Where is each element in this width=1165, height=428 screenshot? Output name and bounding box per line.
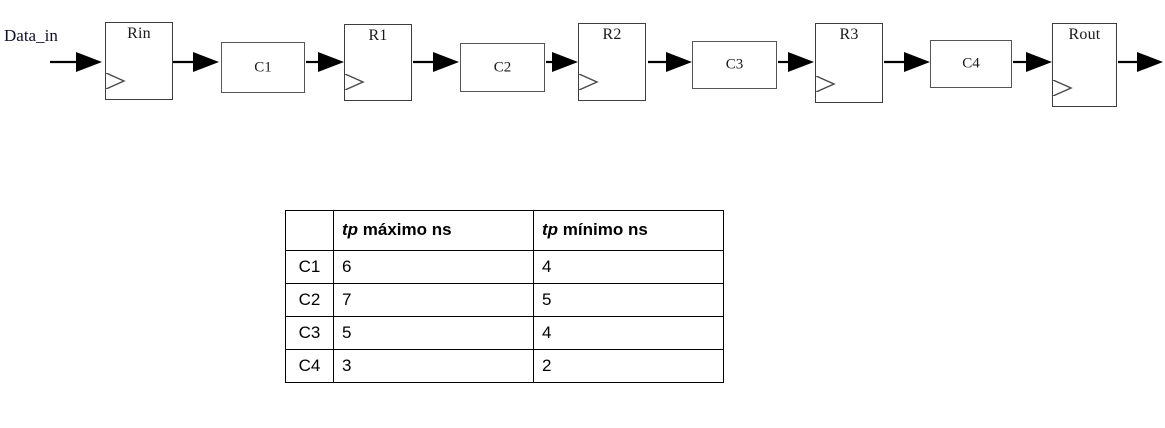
cell-tp-min-c4: 2: [533, 349, 724, 383]
register-label-r3: R3: [839, 26, 859, 43]
arrow-rin-to-c1: [173, 52, 219, 72]
clock-input-triangle-icon: [816, 76, 836, 92]
column-header-tp-min: tp mínimo ns: [533, 210, 724, 251]
clock-input-triangle-icon: [1053, 80, 1073, 96]
clock-input-triangle-icon: [106, 73, 126, 89]
table-corner-cell: [285, 210, 334, 251]
arrow-r2-to-c3: [648, 52, 692, 72]
combinational-block-c3: C3: [692, 41, 777, 89]
cell-tp-max-c3: 5: [333, 316, 534, 350]
row-header-c2: C2: [285, 283, 334, 317]
cell-tp-max-c2: 7: [333, 283, 534, 317]
arrow-layer: [50, 52, 1163, 72]
combinational-label-c2: C2: [493, 59, 512, 75]
clock-input-triangle-icon: [579, 74, 599, 90]
column-header-tp-max: tp máximo ns: [333, 210, 534, 251]
cell-tp-min-c1: 4: [533, 250, 724, 284]
register-block-r3: R3: [815, 23, 883, 103]
arrow-rout-output: [1118, 52, 1163, 72]
register-block-r2: R2: [578, 23, 646, 101]
arrow-r3-to-c4: [884, 52, 930, 72]
data-in-label: Data_in: [4, 26, 58, 45]
register-label-r1: R1: [368, 27, 388, 44]
cell-tp-min-c3: 4: [533, 316, 724, 350]
tp-max-text: máximo ns: [358, 220, 452, 239]
row-header-c3: C3: [285, 316, 334, 350]
arrow-c2-to-r2: [546, 52, 578, 72]
register-block-rout: Rout: [1052, 23, 1117, 107]
arrow-c3-to-r3: [778, 52, 814, 72]
arrow-c4-to-rout: [1013, 52, 1052, 72]
tp-symbol-min: tp: [542, 220, 559, 239]
arrow-c1-to-r1: [306, 52, 344, 72]
combinational-block-c2: C2: [460, 43, 545, 92]
cell-tp-min-c2: 5: [533, 283, 724, 317]
table-header-row: tp máximo ns tp mínimo ns: [285, 210, 724, 251]
tp-symbol-max: tp: [342, 220, 359, 239]
register-label-rin: Rin: [127, 25, 151, 42]
combinational-block-c4: C4: [930, 40, 1012, 88]
row-header-c1: C1: [285, 250, 334, 284]
arrow-data-in-to-rin: [50, 52, 102, 72]
register-block-rin: Rin: [105, 22, 173, 100]
combinational-label-c3: C3: [725, 56, 744, 73]
combinational-block-c1: C1: [221, 42, 305, 93]
combinational-label-c1: C1: [254, 59, 272, 75]
register-label-r2: R2: [602, 26, 622, 43]
register-block-r1: R1: [344, 24, 412, 101]
row-header-c4: C4: [285, 349, 334, 383]
clock-input-triangle-icon: [345, 74, 365, 90]
register-label-rout: Rout: [1068, 26, 1101, 43]
arrow-r1-to-c2: [413, 52, 459, 72]
cell-tp-max-c1: 6: [333, 250, 534, 284]
tp-min-text: mínimo ns: [558, 220, 648, 239]
combinational-label-c4: C4: [962, 55, 980, 72]
cell-tp-max-c4: 3: [333, 349, 534, 383]
